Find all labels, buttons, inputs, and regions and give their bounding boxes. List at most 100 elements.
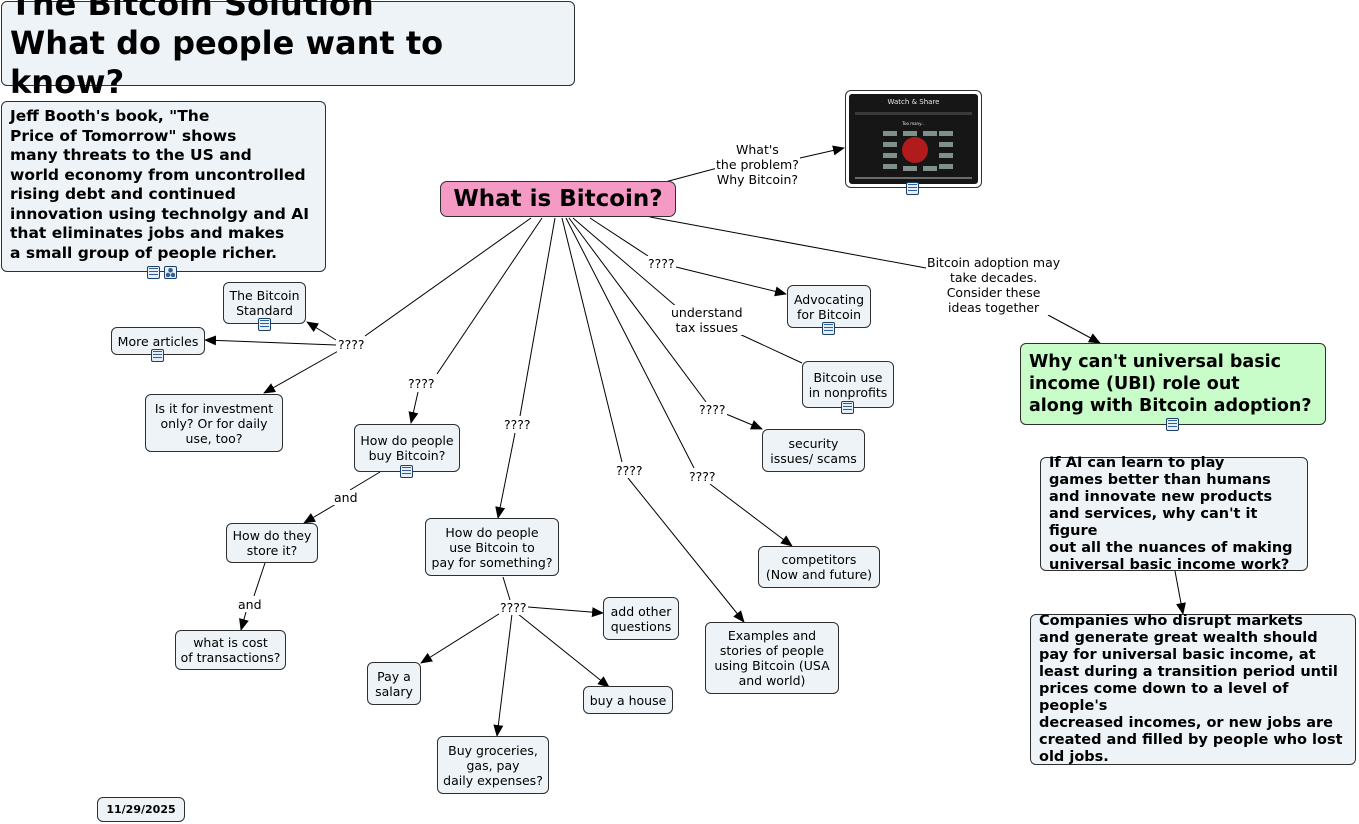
link-hub-house xyxy=(517,613,610,688)
link-center-advocatingq xyxy=(589,217,649,257)
link-hub-groceries xyxy=(493,613,513,737)
security-node[interactable]: security issues/ scams xyxy=(762,429,865,472)
investment-text: Is it for investment only? Or for daily … xyxy=(154,400,274,446)
security-question-label: ???? xyxy=(698,402,727,417)
advocating-node[interactable]: Advocating for Bitcoin xyxy=(787,285,871,328)
video-tile xyxy=(939,131,953,136)
link-advocatingq-advocating xyxy=(675,266,787,297)
video-subtitle: Too many... xyxy=(902,121,925,126)
examples-text: Examples and stories of people using Bit… xyxy=(714,628,830,688)
buy-bitcoin-node[interactable]: How do people buy Bitcoin? xyxy=(354,424,460,472)
problem-label: What's the problem? Why Bitcoin? xyxy=(715,142,800,187)
link-hub-other xyxy=(527,606,604,618)
store-text: How do they store it? xyxy=(232,528,312,558)
video-tile xyxy=(939,153,953,158)
competitors-text: competitors (Now and future) xyxy=(765,552,873,582)
link-competitorsq-competitors xyxy=(709,483,793,547)
tax-label: understand tax issues xyxy=(670,305,744,335)
pay-salary-node[interactable]: Pay a salary xyxy=(367,662,421,705)
link-center-tax xyxy=(572,217,679,309)
groceries-node[interactable]: Buy groceries, gas, pay daily expenses? xyxy=(437,736,549,794)
link-payq-pay xyxy=(495,432,516,519)
nonprofits-node[interactable]: Bitcoin use in nonprofits xyxy=(802,361,894,408)
resource-document-icon[interactable] xyxy=(841,401,854,414)
groceries-text: Buy groceries, gas, pay daily expenses? xyxy=(443,742,543,788)
link-buy-and xyxy=(349,471,381,491)
link-center-competitorsq xyxy=(565,217,695,469)
examples-node[interactable]: Examples and stories of people using Bit… xyxy=(705,622,839,694)
jeff-booth-node[interactable]: Jeff Booth's book, "The Price of Tomorro… xyxy=(1,101,326,272)
link-center-adoption xyxy=(649,216,927,269)
video-tile xyxy=(883,153,897,158)
pay-for-something-text: How do people use Bitcoin to pay for som… xyxy=(431,524,553,570)
video-tile xyxy=(923,166,937,171)
map-title-line1: The Bitcoin Solution xyxy=(10,0,374,23)
video-tile xyxy=(883,131,897,136)
link-leftq-investment xyxy=(263,349,341,394)
buy-question-label: ???? xyxy=(407,376,436,391)
pay-question-label: ???? xyxy=(503,417,532,432)
map-title-line2: What do people want to know? xyxy=(10,24,444,101)
video-tile xyxy=(939,164,953,169)
video-center-circle xyxy=(902,137,928,163)
and-cost-label: and xyxy=(237,597,263,612)
more-articles-text: More articles xyxy=(117,333,199,349)
date-stamp: 11/29/2025 xyxy=(97,797,185,822)
advocating-question-label: ???? xyxy=(647,256,676,271)
center-node-text: What is Bitcoin? xyxy=(453,185,663,212)
video-header: Watch & Share xyxy=(887,98,940,106)
buy-house-text: buy a house xyxy=(589,692,667,708)
companies-node[interactable]: Companies who disrupt markets and genera… xyxy=(1030,613,1356,765)
jeff-booth-text: Jeff Booth's book, "The Price of Tomorro… xyxy=(10,107,309,262)
video-menu-strip xyxy=(855,112,972,115)
other-questions-text: add other questions xyxy=(610,603,672,634)
security-text: security issues/ scams xyxy=(770,435,857,466)
link-and-store xyxy=(303,503,337,524)
center-node[interactable]: What is Bitcoin? xyxy=(440,181,676,217)
buy-house-node[interactable]: buy a house xyxy=(583,686,673,714)
video-thumbnail[interactable]: Watch & Share Too many... xyxy=(845,90,982,188)
competitors-node[interactable]: competitors (Now and future) xyxy=(758,546,880,588)
transaction-cost-node[interactable]: what is cost of transactions? xyxy=(175,630,286,670)
link-center-payq xyxy=(519,217,556,417)
ubi-node[interactable]: Why can't universal basic income (UBI) r… xyxy=(1020,343,1326,425)
resource-document-icon[interactable] xyxy=(1166,418,1179,431)
and-store-label: and xyxy=(333,490,359,505)
link-tax-nonprofits xyxy=(734,331,803,364)
examples-question-label: ???? xyxy=(615,463,644,478)
link-store-and xyxy=(253,562,266,597)
ai-node[interactable]: If AI can learn to play games better tha… xyxy=(1040,455,1308,573)
video-tile xyxy=(883,164,897,169)
pay-for-something-node[interactable]: How do people use Bitcoin to pay for som… xyxy=(425,518,559,576)
link-buyq-buy xyxy=(408,391,419,424)
video-tile xyxy=(923,131,937,136)
link-problem-video xyxy=(799,145,845,159)
bitcoin-standard-node[interactable]: The Bitcoin Standard xyxy=(223,282,306,324)
resource-document-icon[interactable] xyxy=(822,322,835,335)
video-progress-bar xyxy=(855,177,972,179)
video-tile xyxy=(939,142,953,147)
ubi-text: Why can't universal basic income (UBI) r… xyxy=(1029,352,1312,416)
resource-document-icon[interactable] xyxy=(400,465,413,478)
buy-bitcoin-text: How do people buy Bitcoin? xyxy=(360,433,454,463)
link-leftq-standard xyxy=(306,321,337,341)
sub-map-icon[interactable] xyxy=(164,266,177,279)
investment-node[interactable]: Is it for investment only? Or for daily … xyxy=(145,394,283,452)
other-questions-node[interactable]: add other questions xyxy=(603,597,679,640)
nonprofits-text: Bitcoin use in nonprofits xyxy=(808,369,888,400)
resource-document-icon[interactable] xyxy=(906,182,919,195)
store-node[interactable]: How do they store it? xyxy=(226,523,318,563)
adoption-label: Bitcoin adoption may take decades. Consi… xyxy=(926,255,1062,315)
video-tile xyxy=(903,166,917,171)
resource-document-icon[interactable] xyxy=(147,266,160,279)
transaction-cost-text: what is cost of transactions? xyxy=(180,635,281,665)
link-center-securityq xyxy=(568,217,707,403)
video-screen: Watch & Share Too many... xyxy=(849,94,978,184)
resource-document-icon[interactable] xyxy=(151,349,164,362)
resource-document-icon[interactable] xyxy=(258,318,271,331)
link-center-buyq xyxy=(436,217,543,375)
link-adoption-ubi xyxy=(1047,314,1101,344)
